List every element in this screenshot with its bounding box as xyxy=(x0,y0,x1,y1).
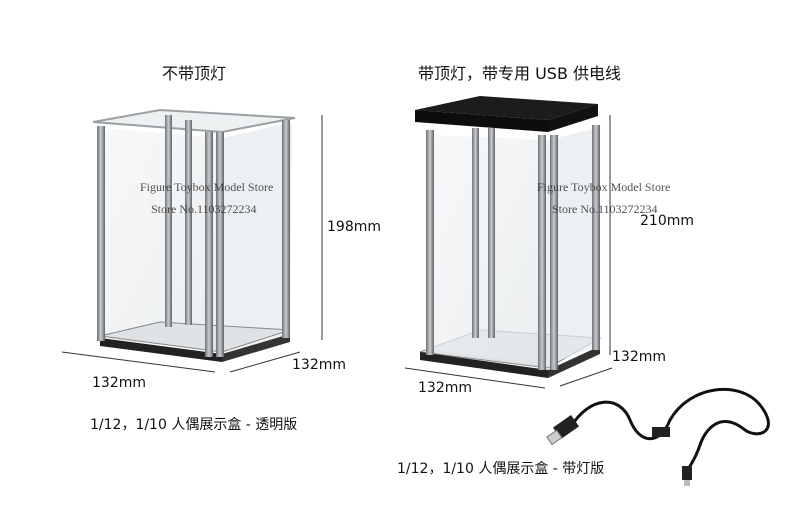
watermark-line1: Figure Toybox Model Store xyxy=(140,180,274,194)
watermark-line2: Store No.1103272234 xyxy=(151,202,257,216)
left-product-title: 不带顶灯 xyxy=(162,64,227,83)
right-caption: 1/12，1/10 人偶展示盒 - 带灯版 xyxy=(397,461,605,477)
left-caption: 1/12，1/10 人偶展示盒 - 透明版 xyxy=(90,417,298,433)
right-height-label: 210mm xyxy=(640,213,694,229)
right-width-label: 132mm xyxy=(418,380,472,396)
left-height-label: 198mm xyxy=(327,219,381,235)
usb-cable xyxy=(546,387,770,486)
left-depth-label: 132mm xyxy=(292,357,346,373)
usb-plug-icon xyxy=(552,414,580,440)
right-product-title: 带顶灯，带专用 USB 供电线 xyxy=(418,64,622,83)
switch-icon xyxy=(652,427,670,437)
top-plate xyxy=(92,108,296,134)
right-depth-label: 132mm xyxy=(612,349,666,365)
left-width-label: 132mm xyxy=(92,375,146,391)
lighted-display-case xyxy=(404,96,613,389)
light-top-plate xyxy=(415,96,598,120)
clear-display-case xyxy=(61,108,323,373)
watermark-line1-right: Figure Toybox Model Store xyxy=(537,180,671,194)
watermark-line2-right: Store No.1103272234 xyxy=(552,202,658,216)
